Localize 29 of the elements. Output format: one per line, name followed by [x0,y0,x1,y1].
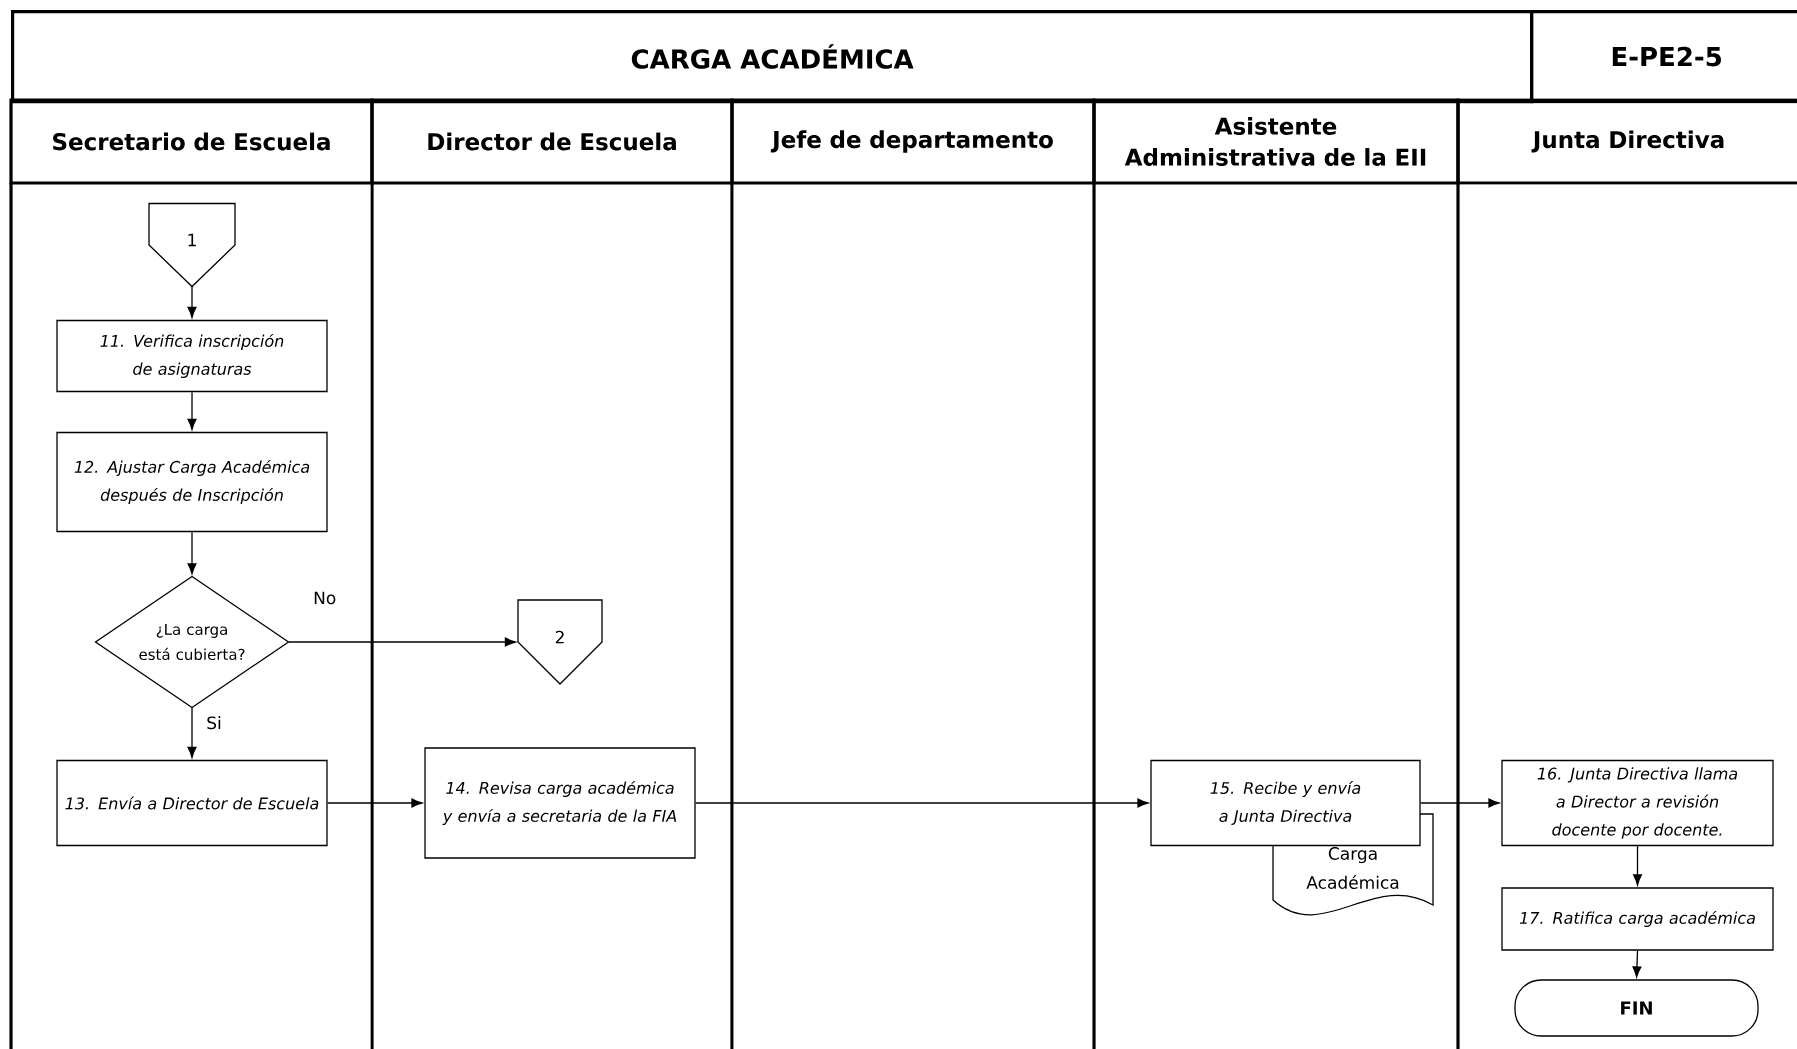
arrow [187,391,197,430]
lane-header: Junta Directiva [1456,98,1797,185]
arrow [187,707,197,758]
off-page-connector: 2 [517,599,603,685]
process-box: 11. Verifica inscripción de asignaturas [56,319,328,393]
process-box: 16. Junta Directiva llama a Director a revisión docente por docente. [1501,759,1774,847]
process-box: 14. Revisa carga académica y envía a secretaria de la FIA [424,747,696,859]
lane-header: Secretario de Escuela [9,98,374,185]
process-box: 17. Ratifica carga académica [1501,887,1774,951]
arrow [187,531,197,575]
edge-label: Si [205,715,223,731]
arrow [187,286,197,318]
arrow [288,637,516,647]
lane-header: Asistente Administrativa de la EII [1092,98,1460,185]
code-cell: E-PE2-5 [1530,10,1797,104]
process-box: 15. Recibe y envía a Junta Directiva [1150,759,1421,847]
lane-header: Jefe de departamento [730,98,1096,185]
arrow [695,798,1149,808]
arrow [1633,845,1642,886]
terminal: FIN [1514,979,1759,1037]
arrow [327,798,423,808]
lane-header: Director de Escuela [370,98,734,185]
arrow [1632,950,1642,978]
off-page-connector: 1 [148,202,236,288]
edge-label: No [312,590,338,606]
arrow [1420,798,1500,808]
title-cell: CARGA ACADÉMICA [11,10,1534,104]
process-box: 12. Ajustar Carga Académica después de Inscripción [56,431,328,533]
process-box: 13. Envía a Director de Escuela [56,759,328,847]
